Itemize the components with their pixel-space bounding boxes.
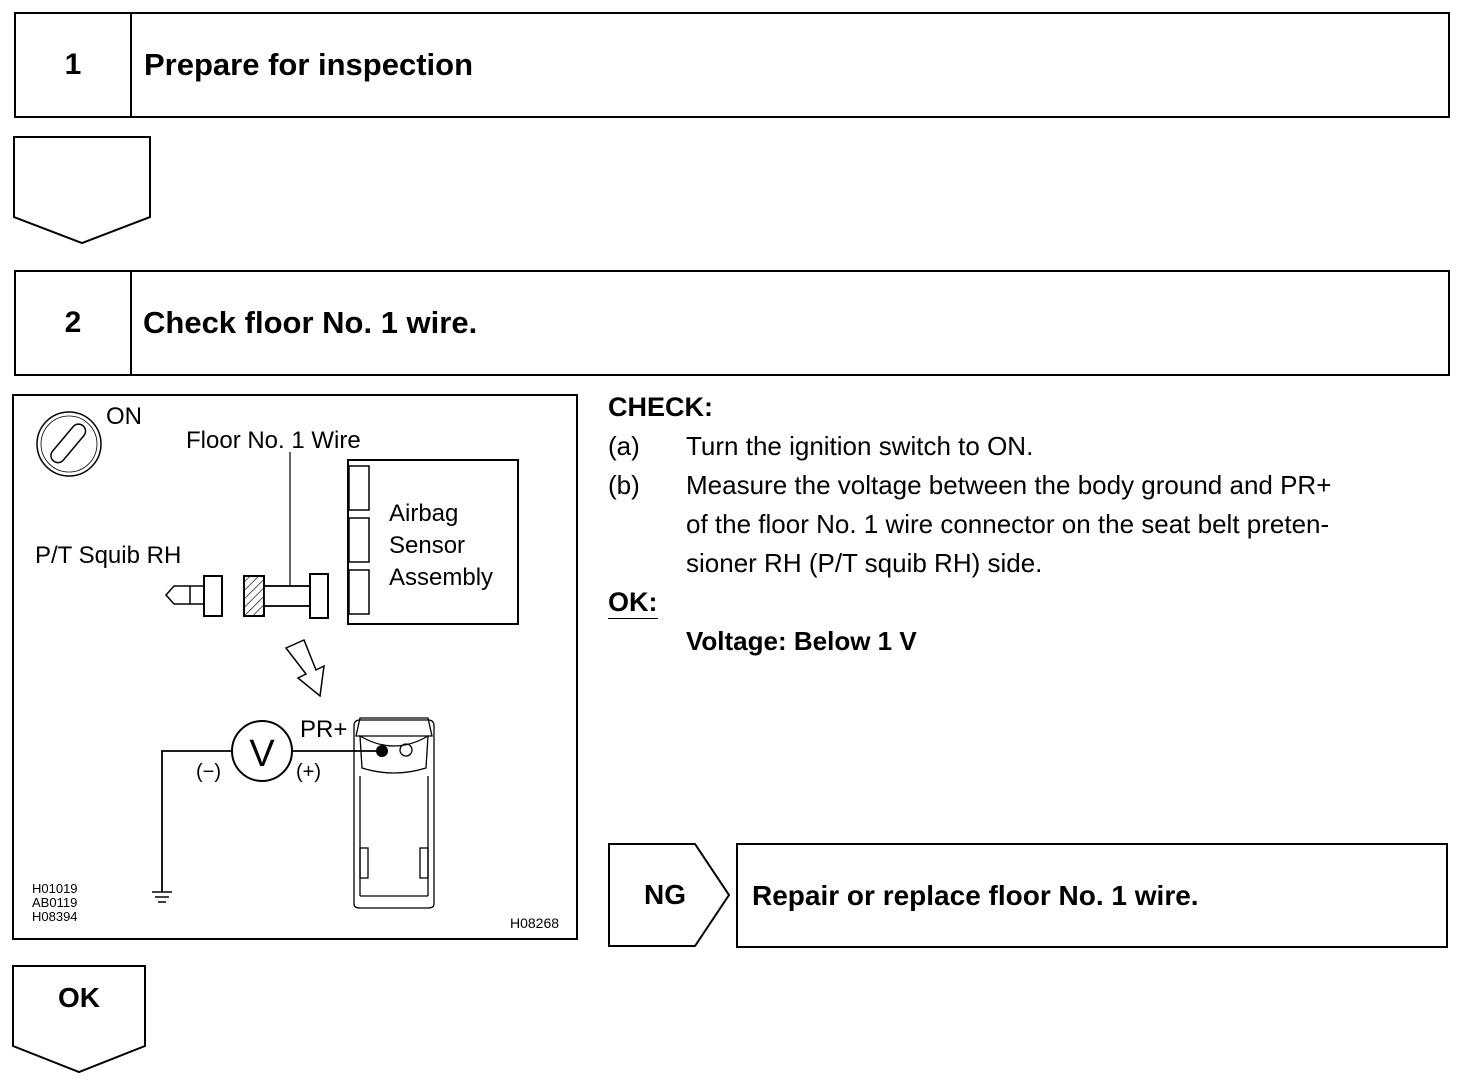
wire-label: Floor No. 1 Wire	[186, 427, 361, 454]
minus-label: (−)	[196, 761, 221, 783]
vehicle-top-view-icon	[353, 717, 435, 909]
check-item-b-marker: (b)	[608, 470, 640, 500]
check-item-b-line-2: of the floor No. 1 wire connector on the…	[686, 509, 1330, 539]
step-1-header: 1 Prepare for inspection	[14, 12, 1450, 118]
inspection-diagram: V ON Floor No. 1 Wire Airbag Sensor Asse…	[12, 394, 578, 940]
check-item-b-line-1: Measure the voltage between the body gro…	[686, 470, 1332, 500]
figure-code: H08268	[510, 915, 560, 931]
sensor-label-3: Assembly	[389, 564, 494, 591]
ok-heading: OK:	[608, 583, 658, 622]
step-2-title: Check floor No. 1 wire.	[143, 305, 478, 340]
step-1-title: Prepare for inspection	[144, 47, 474, 82]
ref-code-1: H01019	[32, 881, 78, 896]
ok-spec: Voltage: Below 1 V	[686, 626, 917, 656]
airbag-sensor-assembly-icon	[347, 459, 519, 625]
ok-result-label: OK	[58, 982, 100, 1013]
squib-label: P/T Squib RH	[35, 542, 182, 569]
ng-indicator-shape	[608, 843, 731, 947]
sensor-label-2: Sensor	[389, 532, 466, 559]
ng-action-text: Repair or replace floor No. 1 wire.	[752, 879, 1199, 911]
ground-icon	[152, 891, 172, 903]
check-heading: CHECK:	[608, 392, 713, 422]
check-item-b-line-3: sioner RH (P/T squib RH) side.	[686, 548, 1043, 578]
ref-code-2: AB0119	[32, 895, 78, 910]
ok-result-arrow	[12, 965, 146, 1074]
step-1-number: 1	[16, 14, 132, 116]
ng-label: NG	[644, 879, 686, 910]
terminal-label: PR+	[300, 716, 348, 743]
step-2-header: 2 Check floor No. 1 wire.	[14, 270, 1450, 376]
ok-heading-text: OK:	[608, 587, 658, 619]
ref-code-3: H08394	[32, 909, 78, 924]
flow-arrow-1	[13, 136, 151, 245]
voltmeter-icon: V	[231, 720, 293, 782]
ignition-switch-icon	[36, 411, 102, 477]
check-item-a-marker: (a)	[608, 431, 640, 461]
step-2-number: 2	[16, 272, 132, 374]
sensor-label-1: Airbag	[389, 500, 459, 527]
switch-label: ON	[106, 403, 142, 430]
connector-icon	[164, 573, 329, 619]
plus-label: (+)	[296, 761, 321, 783]
svg-text:V: V	[249, 733, 275, 775]
diagram-artwork: V	[36, 411, 519, 909]
arrow-down-icon	[284, 638, 325, 698]
ng-action-box: Repair or replace floor No. 1 wire.	[736, 843, 1448, 948]
check-item-a-text: Turn the ignition switch to ON.	[686, 431, 1034, 461]
